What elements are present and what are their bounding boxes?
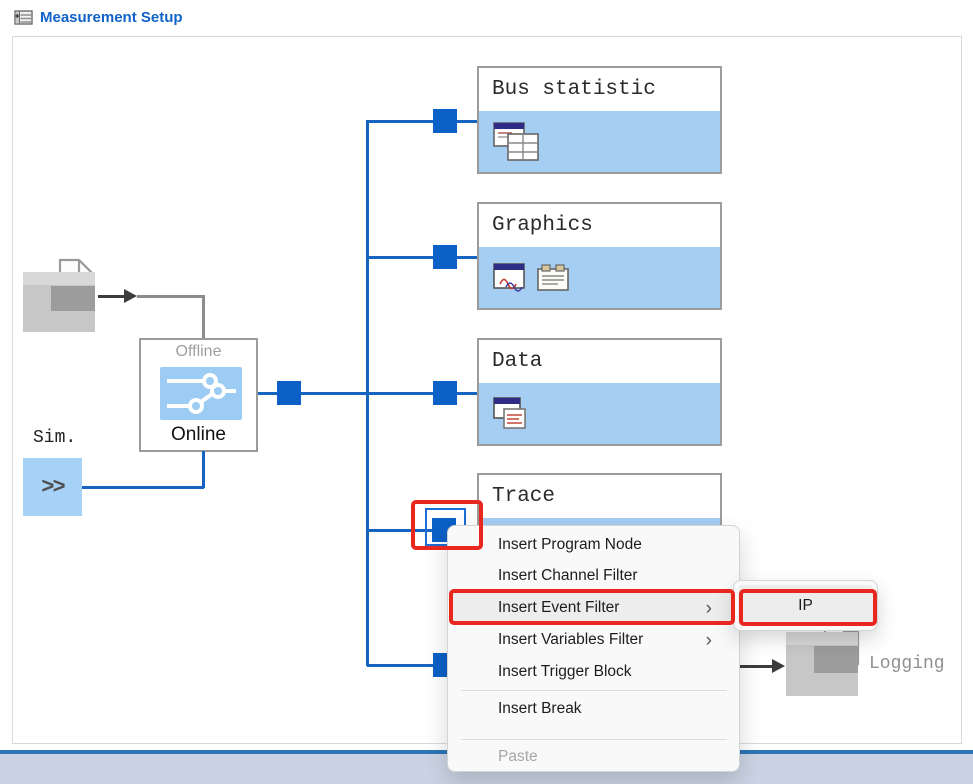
legend-pad-icon — [537, 263, 569, 291]
source-file-icon[interactable] — [23, 258, 97, 334]
sim-block[interactable]: >> — [23, 458, 82, 516]
trunk-line — [366, 120, 369, 666]
graphics-block[interactable]: Graphics — [477, 202, 722, 310]
source-arrow-line — [98, 295, 126, 298]
sim-connector-h — [82, 486, 204, 489]
online-label: Online — [171, 424, 226, 445]
measurement-setup-icon — [14, 9, 33, 25]
source-connector-v — [202, 295, 205, 338]
bus-branch-line — [367, 120, 433, 123]
page-title: Measurement Setup — [40, 8, 183, 26]
annotation-ip-red-box — [739, 589, 877, 626]
annotation-hotspot-red-box — [411, 500, 483, 550]
bus-stub-line — [457, 120, 477, 123]
bus-node-square[interactable] — [433, 109, 457, 133]
menu-separator — [461, 739, 727, 740]
data-window-icon — [493, 396, 526, 429]
menu-item-insert-trigger-block[interactable]: Insert Trigger Block — [498, 663, 632, 680]
menu-separator — [461, 690, 727, 691]
context-menu: Insert Program Node Insert Channel Filte… — [447, 525, 740, 772]
main-node-square[interactable] — [277, 381, 301, 405]
graphics-branch-line — [367, 256, 433, 259]
submenu-chevron-icon: › — [705, 629, 712, 651]
bus-statistic-title: Bus statistic — [479, 68, 720, 111]
main-line — [258, 392, 433, 395]
sim-chevrons-icon: >> — [41, 474, 65, 500]
offline-label: Offline — [175, 343, 222, 360]
data-stub-line — [457, 392, 477, 395]
source-arrowhead-icon — [124, 289, 137, 303]
submenu-chevron-icon: › — [705, 597, 712, 619]
menu-item-insert-event-filter[interactable]: Insert Event Filter › — [453, 592, 736, 624]
sim-connector-v — [202, 451, 205, 488]
data-block[interactable]: Data — [477, 338, 722, 446]
graphics-node-square[interactable] — [433, 245, 457, 269]
trace-title: Trace — [479, 475, 720, 518]
bus-statistic-block[interactable]: Bus statistic — [477, 66, 722, 174]
sim-label: Sim. — [33, 428, 77, 448]
data-node-square[interactable] — [433, 381, 457, 405]
switch-icon[interactable] — [160, 367, 242, 420]
menu-item-insert-break[interactable]: Insert Break — [498, 700, 582, 717]
menu-item-paste[interactable]: Paste — [498, 748, 538, 765]
logging-arrowhead-icon — [772, 659, 785, 673]
menu-item-insert-program-node[interactable]: Insert Program Node — [498, 536, 642, 553]
source-connector-h — [137, 295, 204, 298]
annotation-event-filter-red-box — [449, 589, 735, 625]
graphics-window-icon — [493, 262, 525, 292]
online-offline-switch-block[interactable]: Offline Online — [139, 338, 258, 452]
bus-statistic-icon — [493, 121, 539, 161]
window-header: Measurement Setup — [14, 6, 183, 28]
graphics-stub-line — [457, 256, 477, 259]
trace-branch-line — [367, 529, 433, 532]
graphics-title: Graphics — [479, 204, 720, 247]
menu-item-insert-variables-filter[interactable]: Insert Variables Filter › — [498, 629, 712, 651]
logging-file-icon[interactable] — [786, 616, 862, 706]
logging-label: Logging — [869, 654, 945, 674]
menu-item-insert-channel-filter[interactable]: Insert Channel Filter — [498, 567, 638, 584]
bottom-branch-line — [367, 664, 433, 667]
data-title: Data — [479, 340, 720, 383]
